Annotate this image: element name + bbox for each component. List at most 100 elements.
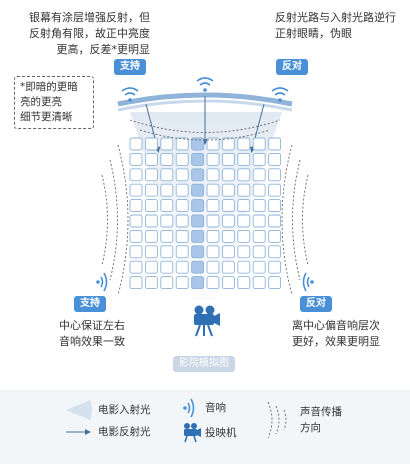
- seat: [237, 199, 251, 213]
- seat: [237, 214, 251, 228]
- seat-grid: [129, 137, 282, 290]
- legend-speaker-icon: [183, 398, 195, 418]
- seat: [237, 260, 251, 274]
- cinema-diagram: [96, 77, 314, 337]
- speaker-icon-top-right: [271, 87, 289, 102]
- top-left-line-2: 反射角有限，故正中亮度: [29, 27, 150, 40]
- top-left-line-1: 银幕有涂层增强反射，但: [29, 11, 150, 24]
- sound-waves-top: [129, 119, 281, 141]
- footnote-line-1: *即暗的更暗: [20, 81, 78, 93]
- seat: [144, 183, 158, 197]
- legend-incident-light-label: 电影入射光: [98, 404, 151, 416]
- top-left-support-badge: 支持: [114, 59, 146, 75]
- seat: [144, 245, 158, 259]
- top-right-line-1: 反射光路与入射光路逆行: [275, 11, 396, 24]
- seat: [252, 229, 266, 243]
- seat: [268, 152, 282, 166]
- top-right-annotation: 反射光路与入射光路逆行 正射眼睛，伪眼: [275, 10, 405, 42]
- seat: [268, 137, 282, 151]
- seat: [221, 245, 235, 259]
- seat: [206, 183, 220, 197]
- seat: [175, 214, 189, 228]
- legend-sound-direction-icon: [267, 401, 287, 439]
- seat: [206, 229, 220, 243]
- legend-projector-icon: [184, 423, 201, 443]
- seat: [144, 137, 158, 151]
- top-right-oppose-badge: 反对: [276, 59, 308, 75]
- seat: [268, 260, 282, 274]
- top-right-line-2: 正射眼睛，伪眼: [275, 27, 352, 40]
- seat: [221, 199, 235, 213]
- footnote-box: *即暗的更暗 亮的更亮 细节更清晰: [14, 76, 94, 129]
- seat: [237, 168, 251, 182]
- bottom-left-line-2: 音响效果一致: [59, 335, 125, 348]
- seat: [175, 183, 189, 197]
- seat: [268, 229, 282, 243]
- seat: [221, 260, 235, 274]
- seat: [144, 276, 158, 290]
- seat: [252, 168, 266, 182]
- seat: [144, 168, 158, 182]
- seat: [221, 183, 235, 197]
- projector-icon: [194, 305, 220, 337]
- seat: [160, 137, 174, 151]
- seat: [175, 152, 189, 166]
- speaker-icon-right: [302, 272, 314, 292]
- seat: [144, 199, 158, 213]
- seat: [268, 245, 282, 259]
- seat: [206, 137, 220, 151]
- seat: [160, 276, 174, 290]
- seat: [221, 276, 235, 290]
- legend-incident-light-icon: [66, 400, 92, 420]
- seat: [237, 152, 251, 166]
- seat: [268, 199, 282, 213]
- screen: [117, 92, 293, 107]
- seat-center-column: [191, 199, 205, 213]
- seat: [268, 214, 282, 228]
- seat: [221, 152, 235, 166]
- seat: [268, 168, 282, 182]
- seat: [160, 183, 174, 197]
- seat: [252, 152, 266, 166]
- legend-panel: 电影入射光 电影反射光 音响 投映机 声音传播 方向: [0, 390, 410, 464]
- seat: [160, 152, 174, 166]
- seat-center-column: [191, 245, 205, 259]
- top-left-annotation: 银幕有涂层增强反射，但 反射角有限，故正中亮度 更高，反差*更明显: [20, 10, 150, 58]
- seat: [206, 214, 220, 228]
- seat: [237, 276, 251, 290]
- legend-projector-label: 投映机: [205, 427, 237, 439]
- seat: [160, 260, 174, 274]
- seat: [175, 199, 189, 213]
- bottom-left-annotation: 中心保证左右 音响效果一致: [42, 318, 142, 350]
- seat: [129, 152, 143, 166]
- seat: [144, 214, 158, 228]
- seat: [206, 152, 220, 166]
- seat: [206, 245, 220, 259]
- seat: [252, 260, 266, 274]
- seat-center-column: [191, 152, 205, 166]
- seat: [160, 245, 174, 259]
- seat: [175, 245, 189, 259]
- bottom-left-line-1: 中心保证左右: [59, 319, 125, 332]
- seat: [144, 229, 158, 243]
- bottom-left-support-badge: 支持: [74, 296, 106, 312]
- seat-center-column: [191, 168, 205, 182]
- seat-center-column: [191, 276, 205, 290]
- bottom-right-line-1: 离中心偏音响层次: [292, 319, 380, 332]
- seat: [129, 260, 143, 274]
- seat: [144, 260, 158, 274]
- legend-reflected-light-label: 电影反射光: [98, 426, 151, 438]
- seat-center-column: [191, 214, 205, 228]
- speaker-icon-top-left: [121, 87, 139, 102]
- seat: [160, 168, 174, 182]
- top-left-line-3: 更高，反差*更明显: [56, 43, 151, 56]
- seat: [237, 137, 251, 151]
- seat: [129, 137, 143, 151]
- seat: [252, 245, 266, 259]
- seat: [252, 214, 266, 228]
- seat: [252, 276, 266, 290]
- diagram-caption: 影院模拟图: [173, 356, 235, 372]
- seat: [175, 229, 189, 243]
- seat: [206, 260, 220, 274]
- seat: [175, 276, 189, 290]
